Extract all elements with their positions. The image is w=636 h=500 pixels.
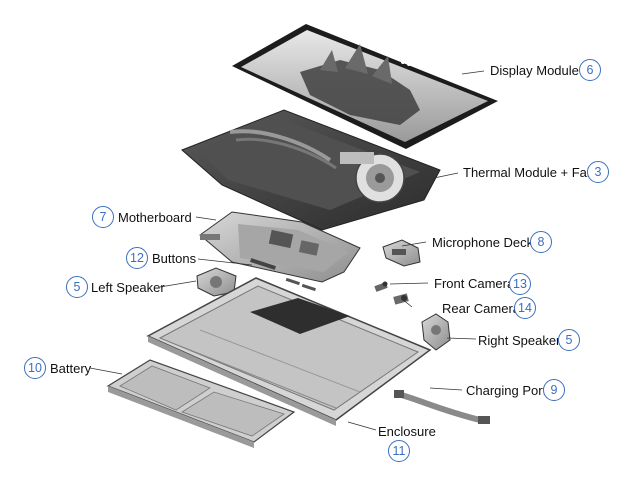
right-speaker-number-badge: 5	[558, 329, 580, 351]
front-camera-label: Front Camera	[434, 276, 515, 291]
charging-port-number-badge: 9	[543, 379, 565, 401]
leader-lines	[89, 70, 485, 431]
microphone-deck-label: Microphone Deck	[432, 235, 534, 250]
display-module-part	[232, 24, 498, 149]
motherboard-label: Motherboard	[118, 210, 192, 225]
thermal-module-label: Thermal Module + Fan	[463, 165, 595, 180]
right-speaker-label: Right Speaker	[478, 333, 561, 348]
microphone-deck-part	[382, 239, 421, 267]
thermal-module-part	[181, 109, 441, 231]
enclosure-part	[146, 277, 432, 426]
battery-number-badge: 10	[24, 357, 46, 379]
enclosure-number-badge: 11	[388, 440, 410, 462]
front-camera-number-badge: 13	[509, 273, 531, 295]
left-speaker-label: Left Speaker	[91, 280, 165, 295]
battery-part	[106, 359, 296, 448]
buttons-part	[250, 258, 316, 292]
motherboard-part	[199, 211, 361, 283]
battery-label: Battery	[50, 361, 92, 376]
charging-port-label: Charging Port	[466, 383, 547, 398]
buttons-number-badge: 12	[126, 247, 148, 269]
microphone-deck-number-badge: 8	[530, 231, 552, 253]
rear-camera-number-badge: 14	[514, 297, 536, 319]
front-camera-part	[374, 281, 388, 292]
right-speaker-part	[421, 313, 451, 351]
buttons-label: Buttons	[152, 251, 197, 266]
charging-port-part	[394, 390, 490, 424]
thermal-module-number-badge: 3	[587, 161, 609, 183]
display-module-number-badge: 6	[579, 59, 601, 81]
motherboard-number-badge: 7	[92, 206, 114, 228]
display-module-label: Display Module	[490, 63, 579, 78]
rear-camera-label: Rear Camera	[442, 301, 521, 316]
enclosure-label: Enclosure	[378, 424, 436, 439]
left-speaker-number-badge: 5	[66, 276, 88, 298]
